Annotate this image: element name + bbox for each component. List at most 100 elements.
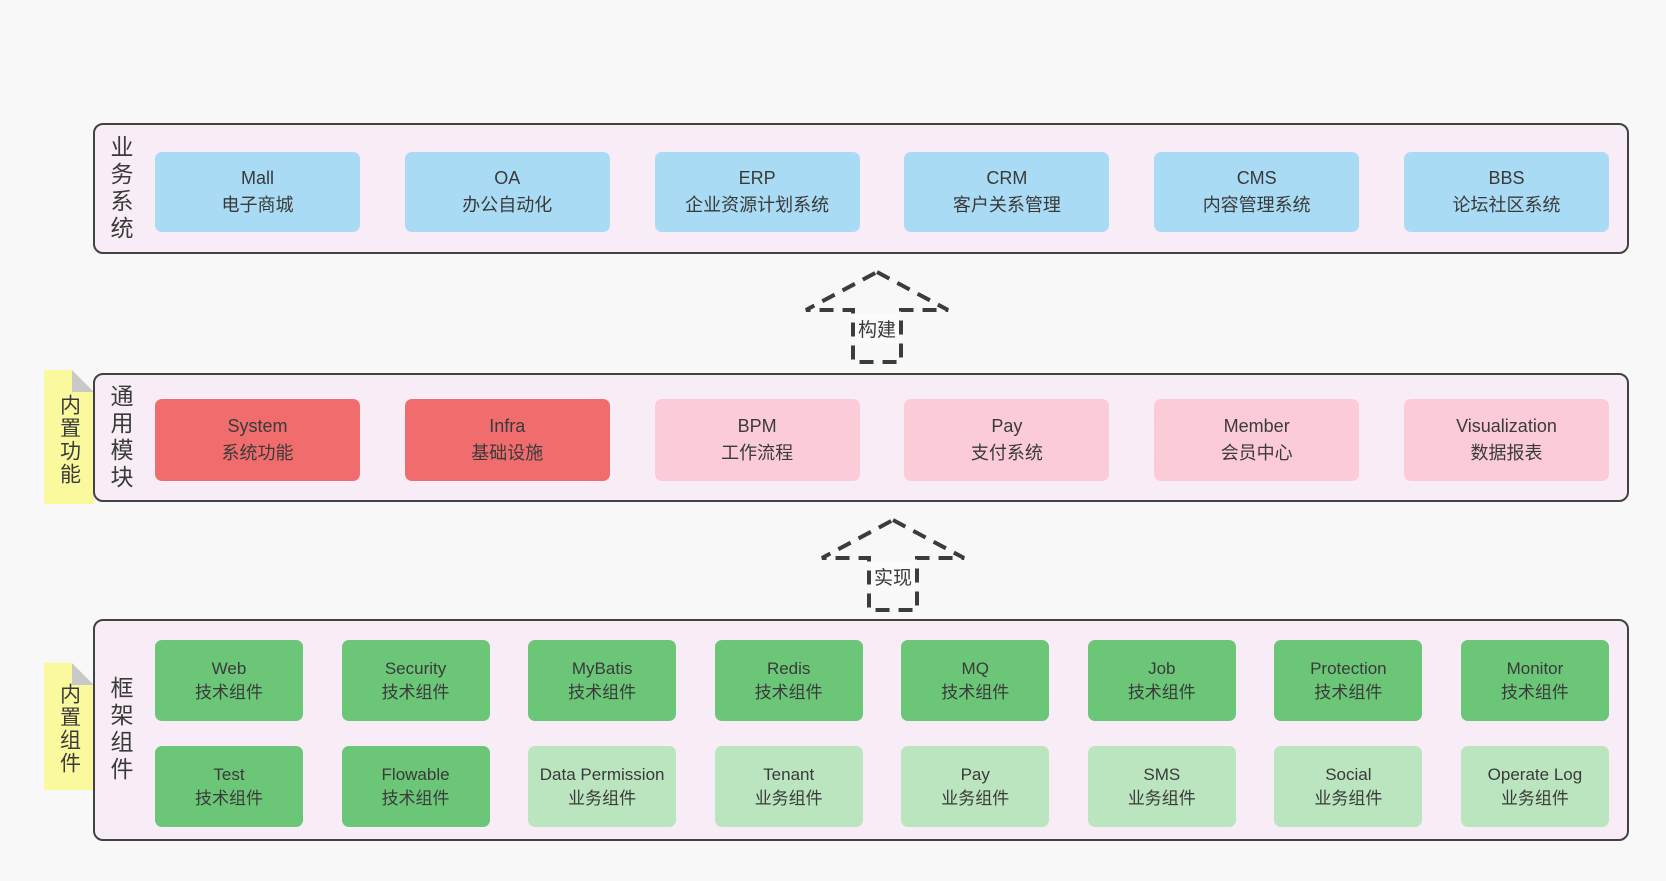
box-pay-module: Pay 支付系统: [904, 399, 1110, 481]
box-subtitle: 电子商城: [221, 195, 294, 215]
box-subtitle: 业务组件: [941, 788, 1010, 808]
box-title: CRM: [986, 168, 1028, 188]
box-mq: MQ 技术组件: [901, 640, 1050, 721]
box-title: Tenant: [763, 764, 815, 784]
box-subtitle: 内容管理系统: [1202, 195, 1311, 215]
panel-framework-components: 框架组件 Web 技术组件 Security 技术组件 MyBatis 技术组件…: [93, 619, 1629, 841]
box-bbs: BBS 论坛社区系统: [1403, 152, 1609, 232]
box-title: Infra: [489, 416, 526, 436]
box-subtitle: 企业资源计划系统: [685, 195, 830, 215]
box-title: OA: [494, 168, 521, 188]
box-web: Web 技术组件: [155, 640, 303, 721]
box-social: Social 业务组件: [1274, 746, 1423, 827]
box-crm: CRM 客户关系管理: [904, 152, 1110, 232]
box-pay-component: Pay 业务组件: [901, 746, 1050, 827]
box-monitor: Monitor 技术组件: [1460, 640, 1609, 721]
box-subtitle: 技术组件: [754, 682, 823, 702]
panel-common-modules: 通用模块 System 系统功能 Infra 基础设施 BPM 工作流程 Pay…: [93, 373, 1629, 502]
box-redis: Redis 技术组件: [714, 640, 863, 721]
box-subtitle: 工作流程: [721, 443, 794, 463]
box-subtitle: 业务组件: [568, 788, 637, 808]
box-title: CMS: [1236, 168, 1277, 188]
box-subtitle: 业务组件: [754, 788, 823, 808]
box-title: Redis: [766, 658, 811, 678]
box-title: Job: [1148, 658, 1176, 678]
box-subtitle: 技术组件: [568, 682, 637, 702]
box-operate-log: Operate Log 业务组件: [1460, 746, 1609, 827]
dashed-up-arrow-build: 构建: [802, 266, 952, 366]
panel-label-framework-components: 框架组件: [107, 676, 133, 784]
box-tenant: Tenant 业务组件: [714, 746, 863, 827]
box-subtitle: 技术组件: [1127, 682, 1196, 702]
box-subtitle: 会员中心: [1220, 443, 1293, 463]
box-erp: ERP 企业资源计划系统: [654, 152, 860, 232]
box-subtitle: 技术组件: [195, 682, 263, 702]
box-security: Security 技术组件: [341, 640, 490, 721]
box-subtitle: 支付系统: [970, 443, 1043, 463]
box-data-permission: Data Permission 业务组件: [528, 746, 677, 827]
box-title: Flowable: [381, 764, 450, 784]
box-subtitle: 业务组件: [1127, 788, 1196, 808]
box-protection: Protection 技术组件: [1274, 640, 1423, 721]
box-oa: OA 办公自动化: [404, 152, 610, 232]
box-title: Visualization: [1456, 416, 1557, 436]
panel-label-business-systems: 业务系统: [107, 134, 133, 243]
box-bpm: BPM 工作流程: [654, 399, 860, 481]
box-title: MQ: [961, 658, 989, 678]
arrow-label-implement: 实现: [870, 562, 916, 591]
box-title: Data Permission: [539, 764, 665, 784]
box-title: Pay: [991, 416, 1023, 436]
box-mall: Mall 电子商城: [155, 152, 360, 232]
box-subtitle: 技术组件: [381, 682, 450, 702]
box-visualization: Visualization 数据报表: [1403, 399, 1609, 481]
box-job: Job 技术组件: [1087, 640, 1236, 721]
box-subtitle: 技术组件: [1314, 682, 1383, 702]
box-title: BPM: [737, 416, 777, 436]
box-subtitle: 技术组件: [941, 682, 1010, 702]
box-subtitle: 论坛社区系统: [1452, 195, 1561, 215]
box-sms: SMS 业务组件: [1087, 746, 1236, 827]
panel-label-common-modules: 通用模块: [107, 383, 133, 492]
sticky-note-builtin-functions: 内置功能: [44, 370, 94, 504]
box-title: System: [227, 416, 288, 436]
box-subtitle: 系统功能: [221, 443, 294, 463]
box-title: BBS: [1488, 168, 1525, 188]
box-cms: CMS 内容管理系统: [1154, 152, 1360, 232]
common-modules-row: System 系统功能 Infra 基础设施 BPM 工作流程 Pay 支付系统…: [155, 399, 1609, 481]
box-subtitle: 数据报表: [1470, 443, 1543, 463]
box-title: Member: [1223, 416, 1290, 436]
folded-corner-icon: [72, 370, 94, 392]
box-mybatis: MyBatis 技术组件: [528, 640, 677, 721]
box-title: Monitor: [1506, 658, 1564, 678]
framework-components-row-2: Test 技术组件 Flowable 技术组件 Data Permission …: [155, 746, 1609, 827]
business-systems-row: Mall 电子商城 OA 办公自动化 ERP 企业资源计划系统 CRM 客户关系…: [155, 152, 1609, 232]
framework-components-row-1: Web 技术组件 Security 技术组件 MyBatis 技术组件 Redi…: [155, 640, 1609, 721]
dashed-up-arrow-implement: 实现: [818, 514, 968, 614]
box-subtitle: 技术组件: [195, 788, 263, 808]
box-title: Operate Log: [1487, 764, 1583, 784]
box-subtitle: 基础设施: [471, 443, 544, 463]
box-subtitle: 办公自动化: [462, 195, 553, 215]
box-flowable: Flowable 技术组件: [341, 746, 490, 827]
box-subtitle: 技术组件: [381, 788, 450, 808]
box-title: Test: [213, 764, 245, 784]
folded-corner-icon: [72, 663, 94, 685]
box-title: MyBatis: [571, 658, 633, 678]
box-title: ERP: [738, 168, 776, 188]
box-title: Social: [1325, 764, 1372, 784]
box-system: System 系统功能: [155, 399, 360, 481]
box-subtitle: 客户关系管理: [952, 195, 1061, 215]
sticky-note-label: 内置组件: [57, 683, 81, 776]
sticky-note-label: 内置功能: [57, 393, 81, 486]
box-title: Web: [211, 658, 247, 678]
arrow-label-build: 构建: [854, 314, 900, 343]
box-title: Pay: [960, 764, 990, 784]
box-subtitle: 技术组件: [1500, 682, 1569, 702]
panel-business-systems: 业务系统 Mall 电子商城 OA 办公自动化 ERP 企业资源计划系统 CRM…: [93, 123, 1629, 254]
box-title: Mall: [240, 168, 274, 188]
box-test: Test 技术组件: [155, 746, 303, 827]
box-title: Protection: [1310, 658, 1387, 678]
box-title: SMS: [1143, 764, 1181, 784]
box-subtitle: 业务组件: [1314, 788, 1383, 808]
sticky-note-builtin-components: 内置组件: [44, 663, 94, 790]
